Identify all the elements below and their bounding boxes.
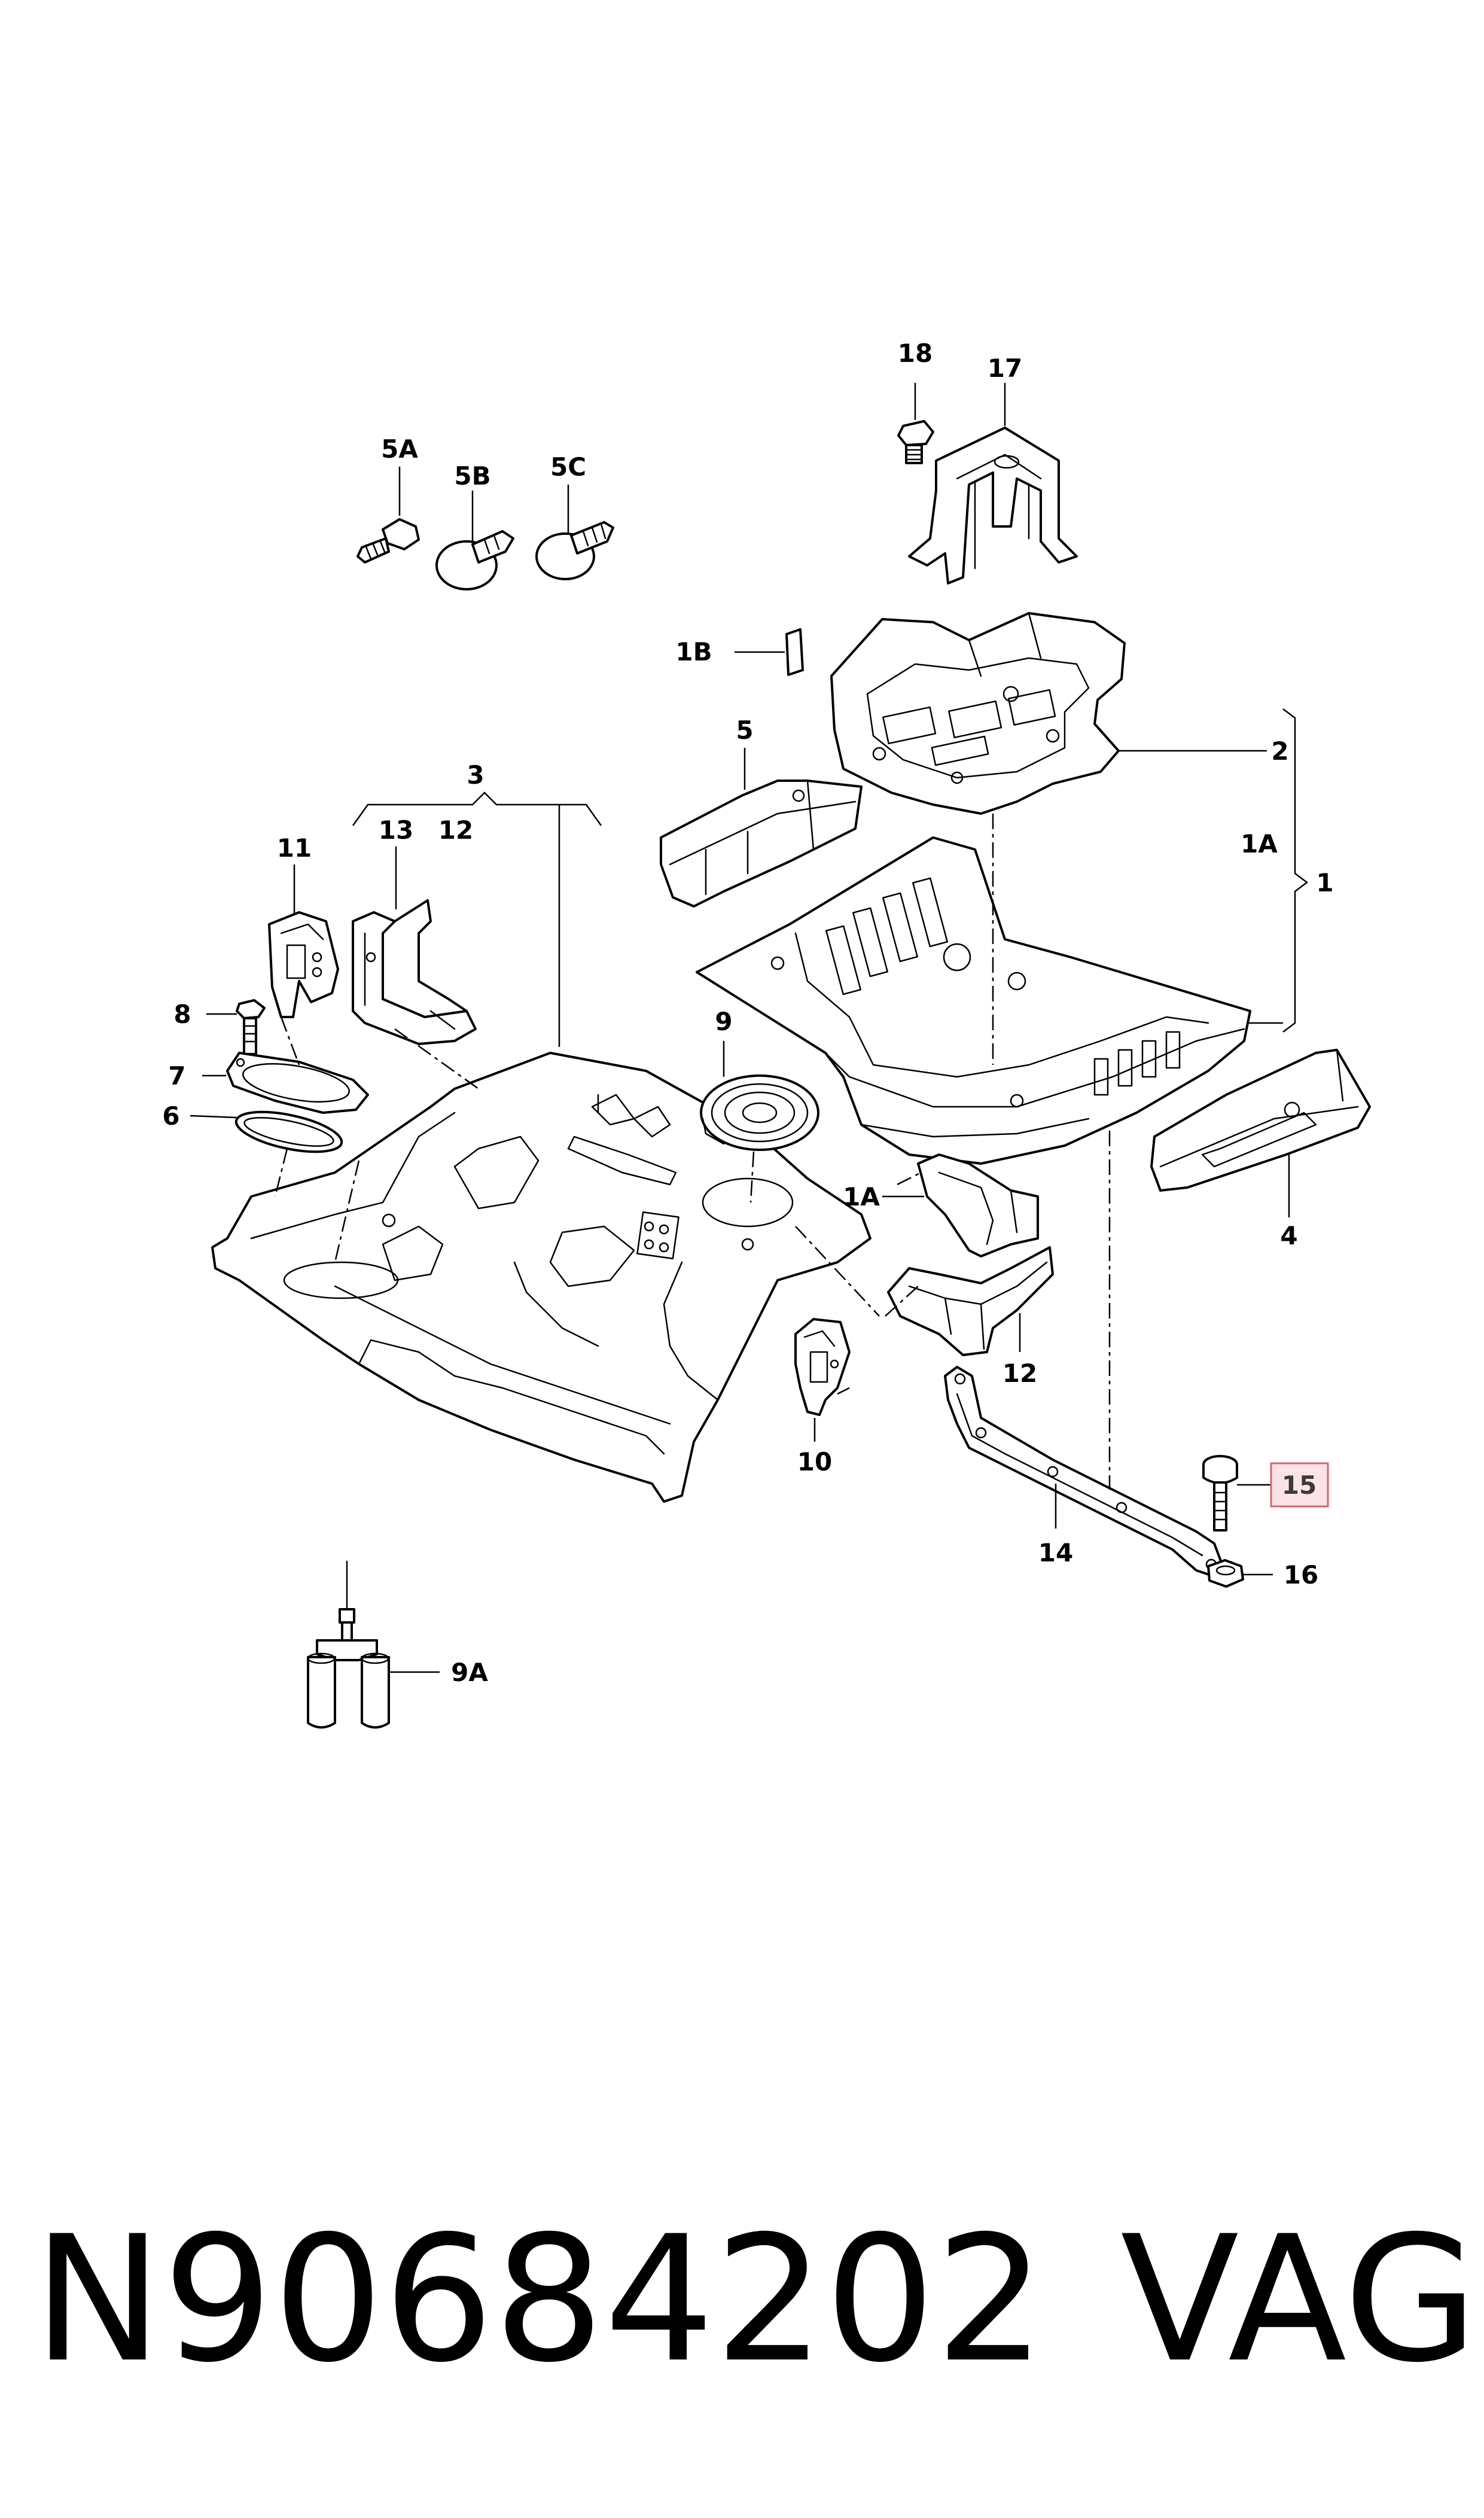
callout-15-highlight: [1270, 1462, 1329, 1508]
callout-1: 1: [1316, 868, 1333, 897]
callout-1b: 1B: [675, 637, 712, 666]
callout-18: 18: [898, 339, 933, 368]
callout-1a-right: 1A: [1241, 829, 1278, 858]
part-5c-clip: [535, 521, 614, 580]
part-number: N90684202: [33, 2199, 1046, 2401]
callout-7: 7: [168, 1061, 185, 1091]
part-5-side-bracket: [660, 780, 863, 908]
part-6-gasket: [234, 1110, 343, 1153]
part-13-bracket: [352, 899, 477, 1045]
brand-name: VAG: [1120, 2199, 1478, 2401]
part-9a-canisters: [307, 1560, 390, 1729]
callout-16: 16: [1284, 1560, 1318, 1590]
callout-11: 11: [277, 833, 312, 863]
part-9-speaker: [700, 1074, 819, 1151]
callout-5c: 5C: [550, 452, 586, 482]
callout-8: 8: [173, 1000, 191, 1029]
callout-5: 5: [736, 715, 753, 745]
callout-2: 2: [1271, 736, 1288, 766]
part-2-upper-panel: [830, 612, 1126, 815]
callout-12-mid: 12: [1002, 1359, 1037, 1388]
part-11-bracket: [268, 911, 339, 1018]
part-14-cross-member: [944, 1366, 1224, 1578]
part-12-mid-bracket: [887, 1246, 1054, 1356]
part-16-nut: [1207, 1559, 1244, 1588]
callout-5b: 5B: [454, 461, 490, 491]
part-5b-clip: [435, 530, 514, 590]
part-1a-mid-bracket: [917, 1153, 1039, 1258]
callout-5a: 5A: [381, 434, 418, 464]
part-18-bolt: [897, 420, 934, 464]
part-4-side-member: [1150, 1049, 1371, 1192]
alignment-lines: [274, 814, 1111, 1490]
callout-15: 15: [1282, 1470, 1317, 1500]
part-10-bracket: [794, 1318, 851, 1416]
callout-4: 4: [1280, 1221, 1297, 1250]
callout-14: 14: [1038, 1538, 1073, 1567]
callout-6: 6: [162, 1101, 179, 1131]
part-8-bolt: [236, 999, 266, 1055]
callout-1a-mid: 1A: [843, 1182, 880, 1211]
callout-12-top: 12: [438, 815, 473, 845]
callout-9a: 9A: [451, 1658, 488, 1687]
part-17-bracket: [908, 427, 1078, 584]
callout-9: 9: [715, 1007, 732, 1036]
callout-3: 3: [467, 760, 484, 790]
part-1a-spare-wheel-well: [696, 836, 1251, 1165]
part-3-main-floor: [211, 1052, 871, 1503]
callout-10: 10: [797, 1447, 832, 1476]
callout-13: 13: [379, 815, 413, 845]
callout-17: 17: [988, 354, 1022, 383]
part-7-ring: [226, 1052, 369, 1114]
part-5a-bolt: [356, 518, 420, 564]
part-15-stud: [1202, 1455, 1238, 1531]
part-1b-plate: [785, 628, 804, 676]
